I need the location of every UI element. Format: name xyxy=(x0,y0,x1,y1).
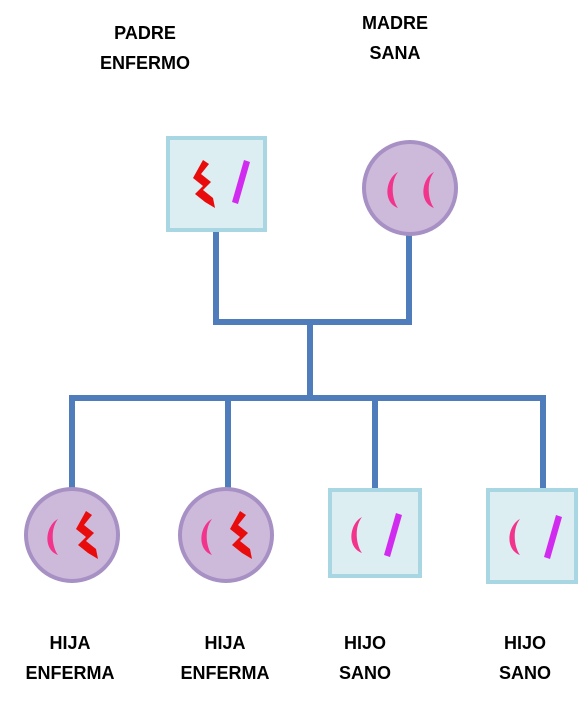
child-2-label: HIJA ENFERMA xyxy=(165,628,285,688)
mother-label-line2: SANA xyxy=(369,43,421,63)
mother-symbol xyxy=(362,140,458,236)
child-3-label-line2: SANO xyxy=(338,663,391,683)
father-label-line2: ENFERMO xyxy=(100,53,190,73)
child-4-symbol xyxy=(486,488,578,584)
mother-label-line1: MADRE xyxy=(362,13,428,33)
child-3-label-line1: HIJO xyxy=(343,633,386,653)
child-4-label-line1: HIJO xyxy=(503,633,546,653)
child-1-label: HIJA ENFERMA xyxy=(10,628,130,688)
father-symbol xyxy=(166,136,267,232)
mother-label: MADRE SANA xyxy=(335,8,455,68)
child-2-symbol xyxy=(178,487,274,583)
child-1-label-line1: HIJA xyxy=(49,633,91,653)
child-1-symbol xyxy=(24,487,120,583)
child-3-symbol xyxy=(328,488,422,578)
child-4-label-line2: SANO xyxy=(498,663,551,683)
child-4-label: HIJO SANO xyxy=(465,628,582,688)
child-3-label: HIJO SANO xyxy=(305,628,425,688)
father-label: PADRE ENFERMO xyxy=(85,18,205,78)
connector-lines xyxy=(69,229,546,493)
father-label-line1: PADRE xyxy=(114,23,176,43)
child-2-label-line1: HIJA xyxy=(204,633,246,653)
child-1-label-line2: ENFERMA xyxy=(25,663,115,683)
child-2-label-line2: ENFERMA xyxy=(180,663,270,683)
